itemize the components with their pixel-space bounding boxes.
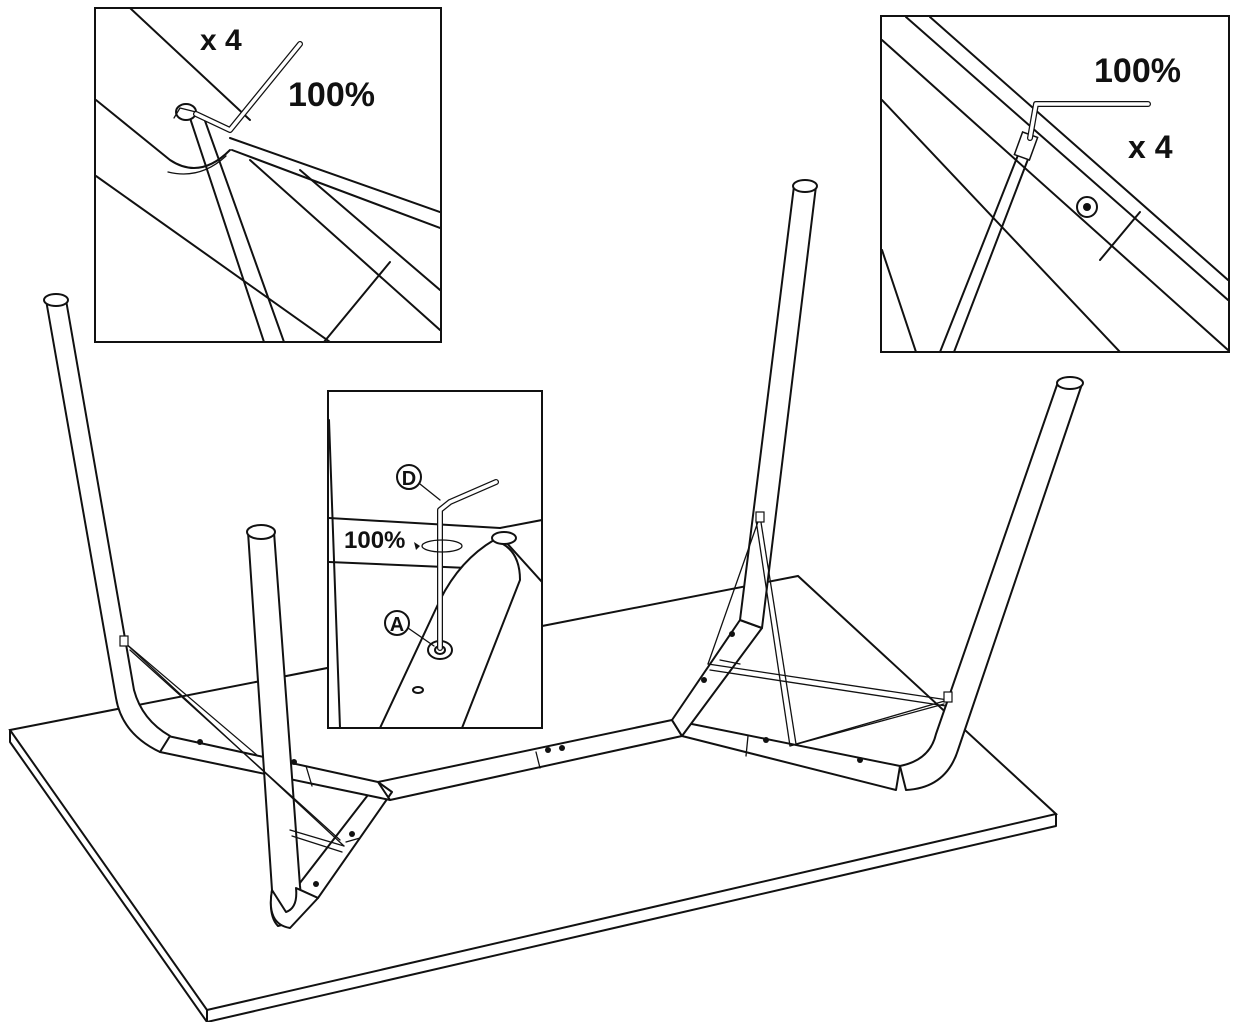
bolt-icon [1076, 196, 1098, 218]
rotation-arrow-icon [414, 539, 463, 553]
part-a-label: A [384, 610, 435, 647]
callout-center: 100% D A [327, 390, 543, 729]
tool-label: D [402, 468, 416, 490]
quantity-label: x 4 [200, 24, 242, 57]
leg-front-right [899, 376, 1084, 791]
part-label: A [390, 614, 404, 636]
callout-top-right: 100% x 4 [880, 15, 1230, 353]
leg-back-right [739, 179, 818, 629]
callout-top-left: x 4 100% [94, 7, 442, 343]
cross-braces [119, 511, 953, 853]
tool-d-label: D [396, 464, 441, 501]
torque-label: 100% [1094, 52, 1181, 90]
leg-front-left [246, 524, 319, 929]
bolt-icon [197, 631, 863, 887]
leg-back-left [43, 293, 171, 753]
torque-label: 100% [288, 76, 375, 114]
torque-label: 100% [344, 527, 405, 554]
quantity-label: x 4 [1128, 129, 1173, 165]
